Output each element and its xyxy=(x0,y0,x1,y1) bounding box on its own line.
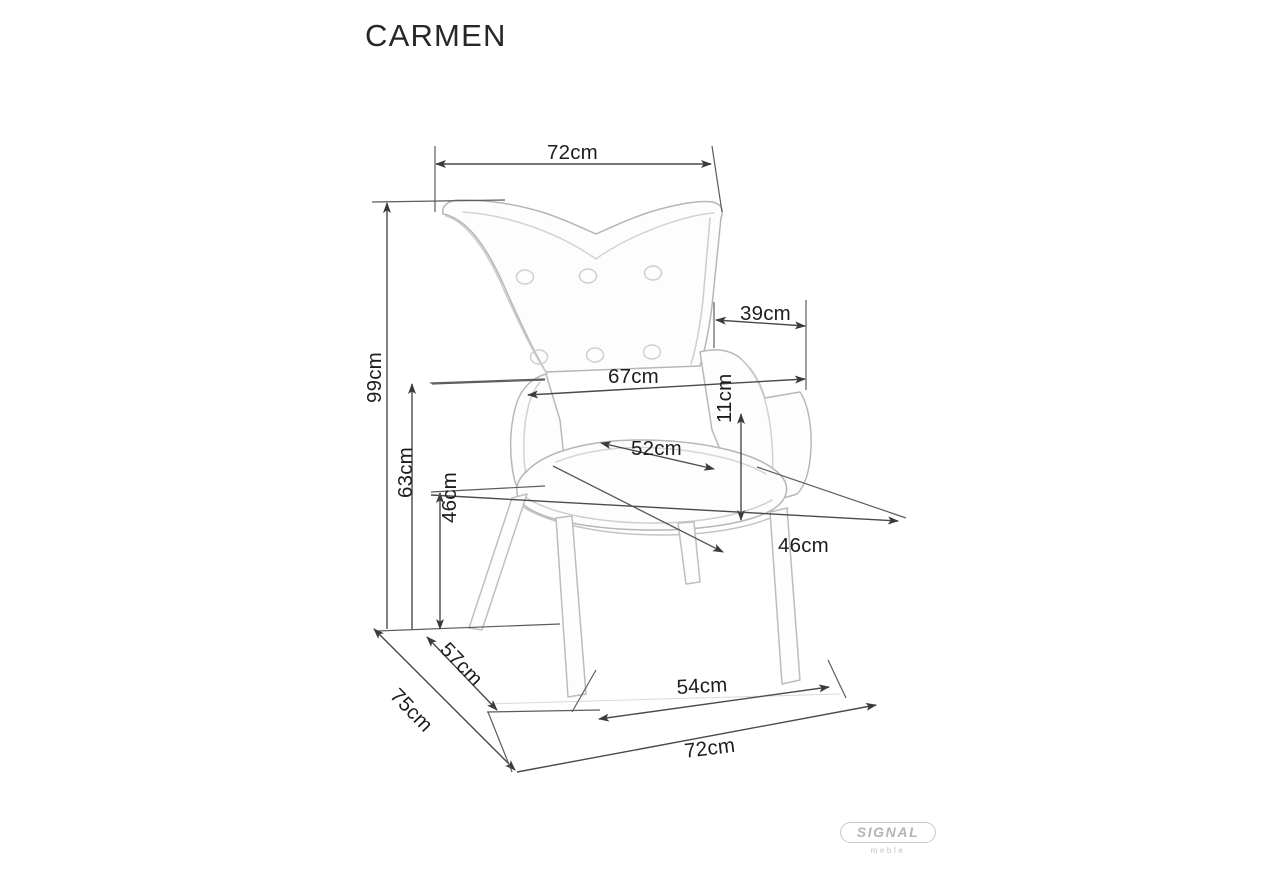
tuft-button xyxy=(578,268,598,284)
backrest-crown-seam xyxy=(462,211,715,260)
dim-arrow-seat-arms-width xyxy=(527,375,806,399)
page-title: CARMEN xyxy=(365,18,507,53)
dimension-label-back-height: 63cm xyxy=(394,447,417,498)
dimension-label-width-top: 72cm xyxy=(547,141,598,164)
floor-construction-line xyxy=(485,693,841,705)
ext-line-72-bottom-left xyxy=(487,711,513,773)
logo-pill-outline xyxy=(840,822,936,843)
ref-rail-67-left xyxy=(431,379,546,385)
brand-logo: SIGNAL meble xyxy=(840,822,938,862)
chair-leg-rear-left xyxy=(468,493,528,631)
dimension-label-seat-width: 52cm xyxy=(631,437,682,460)
ext-line-top-right xyxy=(711,145,723,213)
ref-rail-top-99 xyxy=(371,199,506,203)
dim-arrow-overall-width xyxy=(516,702,877,773)
right-armrest-inner-seam xyxy=(741,359,774,483)
backrest-left-wing-seam xyxy=(445,215,548,375)
tuft-button xyxy=(515,269,535,285)
tuft-button xyxy=(529,349,549,365)
dimension-label-cushion-thickness: 11cm xyxy=(713,373,736,423)
dimension-label-seat-depth: 46cm xyxy=(778,534,829,557)
logo-tagline: meble xyxy=(870,846,906,855)
backrest-right-wing-seam xyxy=(690,217,711,365)
tuft-button xyxy=(643,265,663,281)
ref-rail-46-depth xyxy=(756,466,907,519)
dimension-label-total-height: 99cm xyxy=(363,352,386,403)
dimension-label-seat-height: 46cm xyxy=(438,472,461,523)
ref-rail-57-lower xyxy=(486,709,601,713)
tuft-button xyxy=(642,344,662,360)
tuft-button xyxy=(585,347,605,363)
ground-baseline xyxy=(377,623,561,632)
dim-arrow-seat-depth xyxy=(430,494,899,525)
dim-arrow-overall-depth xyxy=(373,628,516,771)
depth-projection-line xyxy=(552,465,724,553)
dimension-label-seat-arms-width: 67cm xyxy=(608,365,659,388)
dim-arrow-base-width xyxy=(598,684,830,722)
ext-line-54-left xyxy=(571,669,597,713)
chair-leg-front-left xyxy=(555,515,587,698)
dim-arrow-armrest-width xyxy=(715,316,806,330)
seat-frame xyxy=(519,504,789,536)
dimension-label-base-width: 54cm xyxy=(676,673,729,699)
backrest-outline xyxy=(441,199,724,373)
ref-rail-top-63 xyxy=(429,378,546,384)
chair-leg-front-right xyxy=(769,507,801,685)
ref-rail-top-46h xyxy=(430,485,546,493)
dimension-label-armrest-width: 39cm xyxy=(740,302,791,325)
dimension-lines xyxy=(371,145,907,773)
logo-wordmark: SIGNAL xyxy=(856,824,920,840)
ext-line-54-right xyxy=(827,659,847,699)
dim-arrow-seat-width xyxy=(600,441,715,471)
